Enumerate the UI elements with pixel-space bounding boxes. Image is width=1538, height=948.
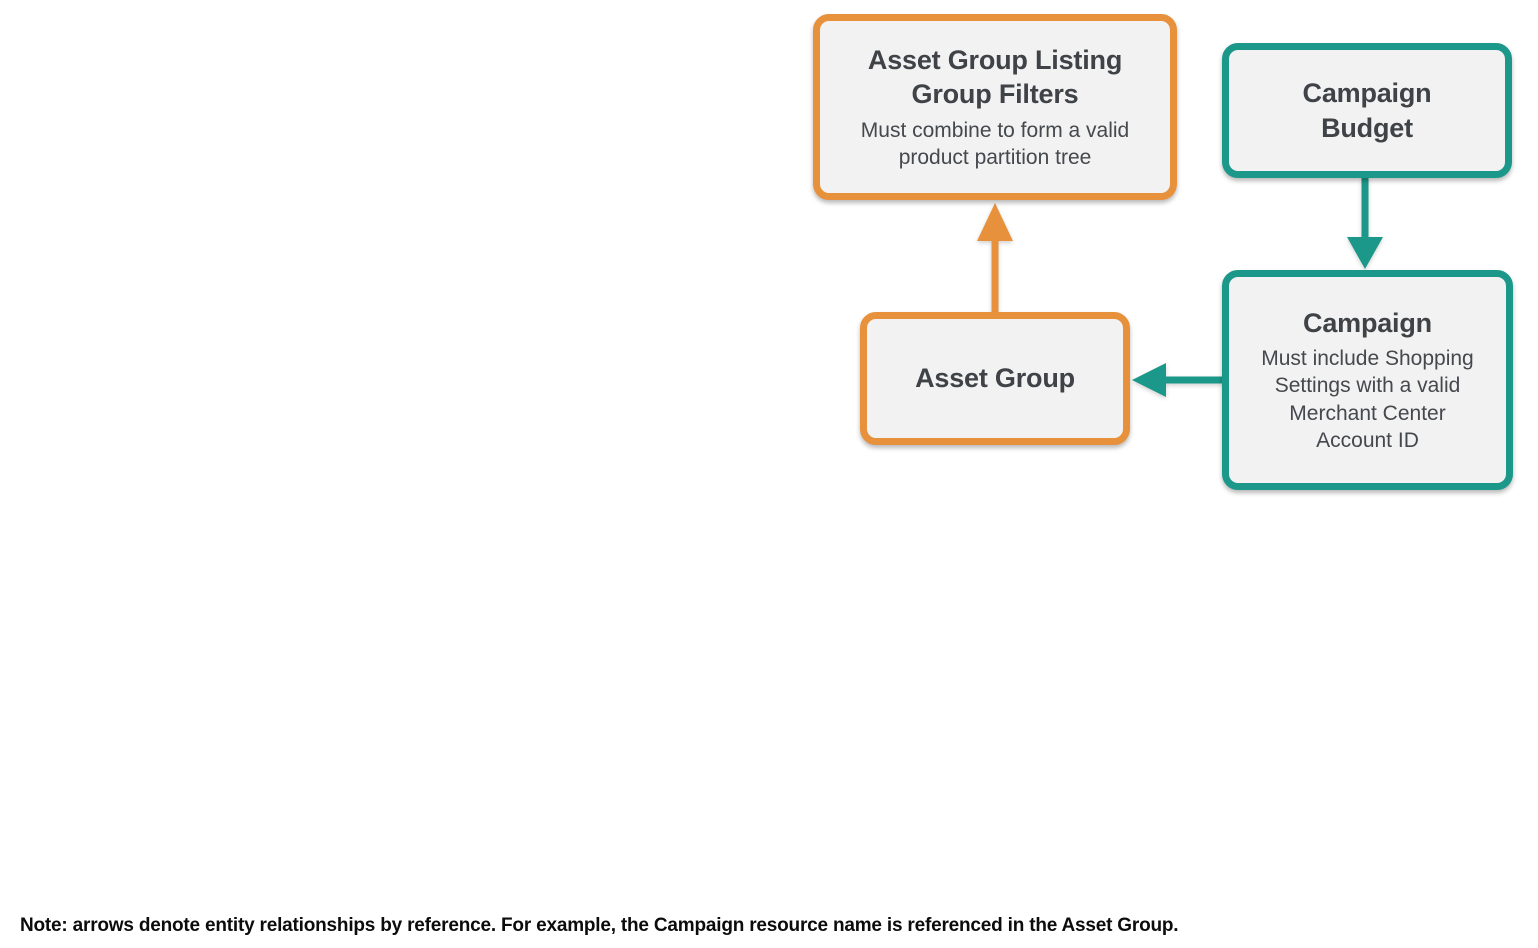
node-title: Campaign Budget xyxy=(1302,77,1432,143)
arrow-campaign-budget-to-campaign-icon xyxy=(1347,177,1383,269)
node-subtitle: Must combine to form a valid product par… xyxy=(860,118,1130,170)
node-campaign-budget: Campaign Budget xyxy=(1222,43,1512,178)
node-asset-group: Asset Group xyxy=(860,312,1130,445)
node-subtitle: Must include Shopping Settings with a va… xyxy=(1261,347,1474,453)
arrow-campaign-to-asset-group-icon xyxy=(1132,363,1223,397)
node-campaign: Campaign Must include Shopping Settings … xyxy=(1222,270,1513,490)
node-title: Campaign xyxy=(1303,307,1432,338)
node-asset-group-listing-group-filters: Asset Group Listing Group Filters Must c… xyxy=(813,14,1177,200)
node-title: Asset Group xyxy=(915,363,1075,394)
arrow-asset-group-to-listing-filters-icon xyxy=(977,203,1013,313)
node-title: Asset Group Listing Group Filters xyxy=(867,44,1123,110)
footnote: Note: arrows denote entity relationships… xyxy=(20,915,1179,936)
